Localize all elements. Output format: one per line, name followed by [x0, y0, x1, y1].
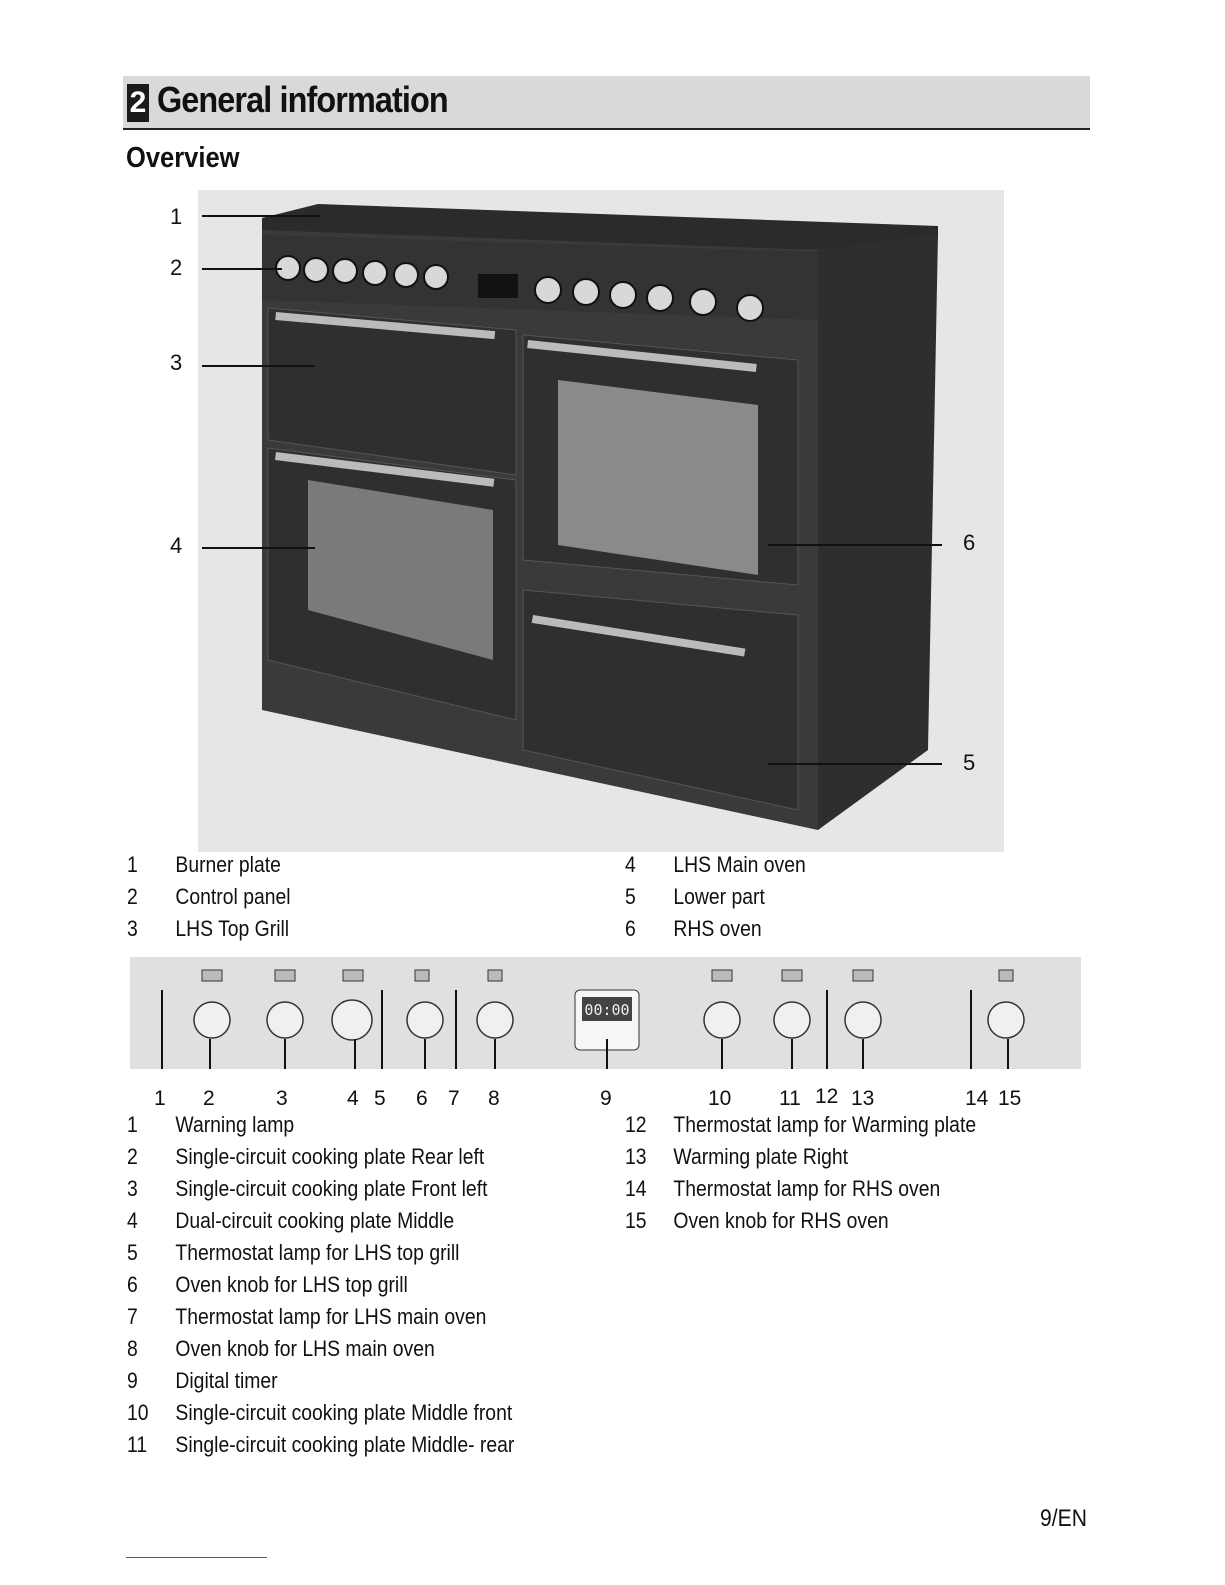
- knob-middle-rear: [773, 1001, 811, 1039]
- knob-warming-plate: [844, 1001, 882, 1039]
- control-panel-diagram: 00:00: [130, 957, 1081, 1069]
- section-number: 2: [127, 84, 149, 122]
- callout-line: [202, 547, 315, 549]
- callout-burner-plate: 1: [170, 204, 183, 229]
- callout-line: [768, 544, 942, 546]
- knob-main-oven: [476, 1001, 514, 1039]
- knob-dual-middle: [331, 999, 373, 1041]
- knob-front-left: [266, 1001, 304, 1039]
- panel-number: 15: [998, 1087, 1022, 1110]
- panel-number: 11: [779, 1087, 801, 1110]
- panel-number: 3: [276, 1087, 288, 1110]
- callout-control-panel: 2: [170, 255, 183, 280]
- panel-number: 10: [708, 1087, 732, 1110]
- knob-top-grill: [406, 1001, 444, 1039]
- panel-number: 8: [488, 1087, 500, 1110]
- panel-number: 13: [851, 1087, 875, 1110]
- footnote-rule: [126, 1557, 267, 1558]
- panel-number: 6: [416, 1087, 428, 1110]
- range-cooker-photo: [198, 190, 1004, 852]
- panel-number: 7: [448, 1087, 460, 1110]
- knob-rear-left: [193, 1001, 231, 1039]
- callout-top-grill: 3: [170, 350, 183, 375]
- callout-line: [768, 763, 942, 765]
- panel-number: 2: [203, 1087, 215, 1110]
- callout-rhs-oven: 6: [963, 530, 976, 555]
- panel-number: 1: [154, 1087, 166, 1110]
- range-cooker-illustration: [262, 204, 938, 830]
- callout-lower-part: 5: [963, 750, 976, 775]
- knob-rhs-oven: [987, 1001, 1025, 1039]
- callout-main-oven: 4: [170, 533, 183, 558]
- panel-number: 9: [600, 1087, 612, 1110]
- callout-line: [202, 268, 282, 270]
- callout-line: [202, 365, 315, 367]
- section-header: 2 General information: [123, 76, 1090, 130]
- panel-number: 14: [965, 1087, 989, 1110]
- subsection-title: Overview: [126, 142, 240, 174]
- page-number: 9/EN: [1040, 1505, 1087, 1532]
- panel-number: 4: [347, 1087, 359, 1110]
- knob-middle-front: [703, 1001, 741, 1039]
- panel-number: 5: [374, 1087, 386, 1110]
- timer-display: 00:00: [584, 1001, 629, 1019]
- panel-number: 12: [815, 1085, 839, 1108]
- callout-line: [202, 215, 320, 217]
- control-panel-illustration: 00:00: [161, 969, 1025, 1069]
- section-title: General information: [157, 79, 449, 120]
